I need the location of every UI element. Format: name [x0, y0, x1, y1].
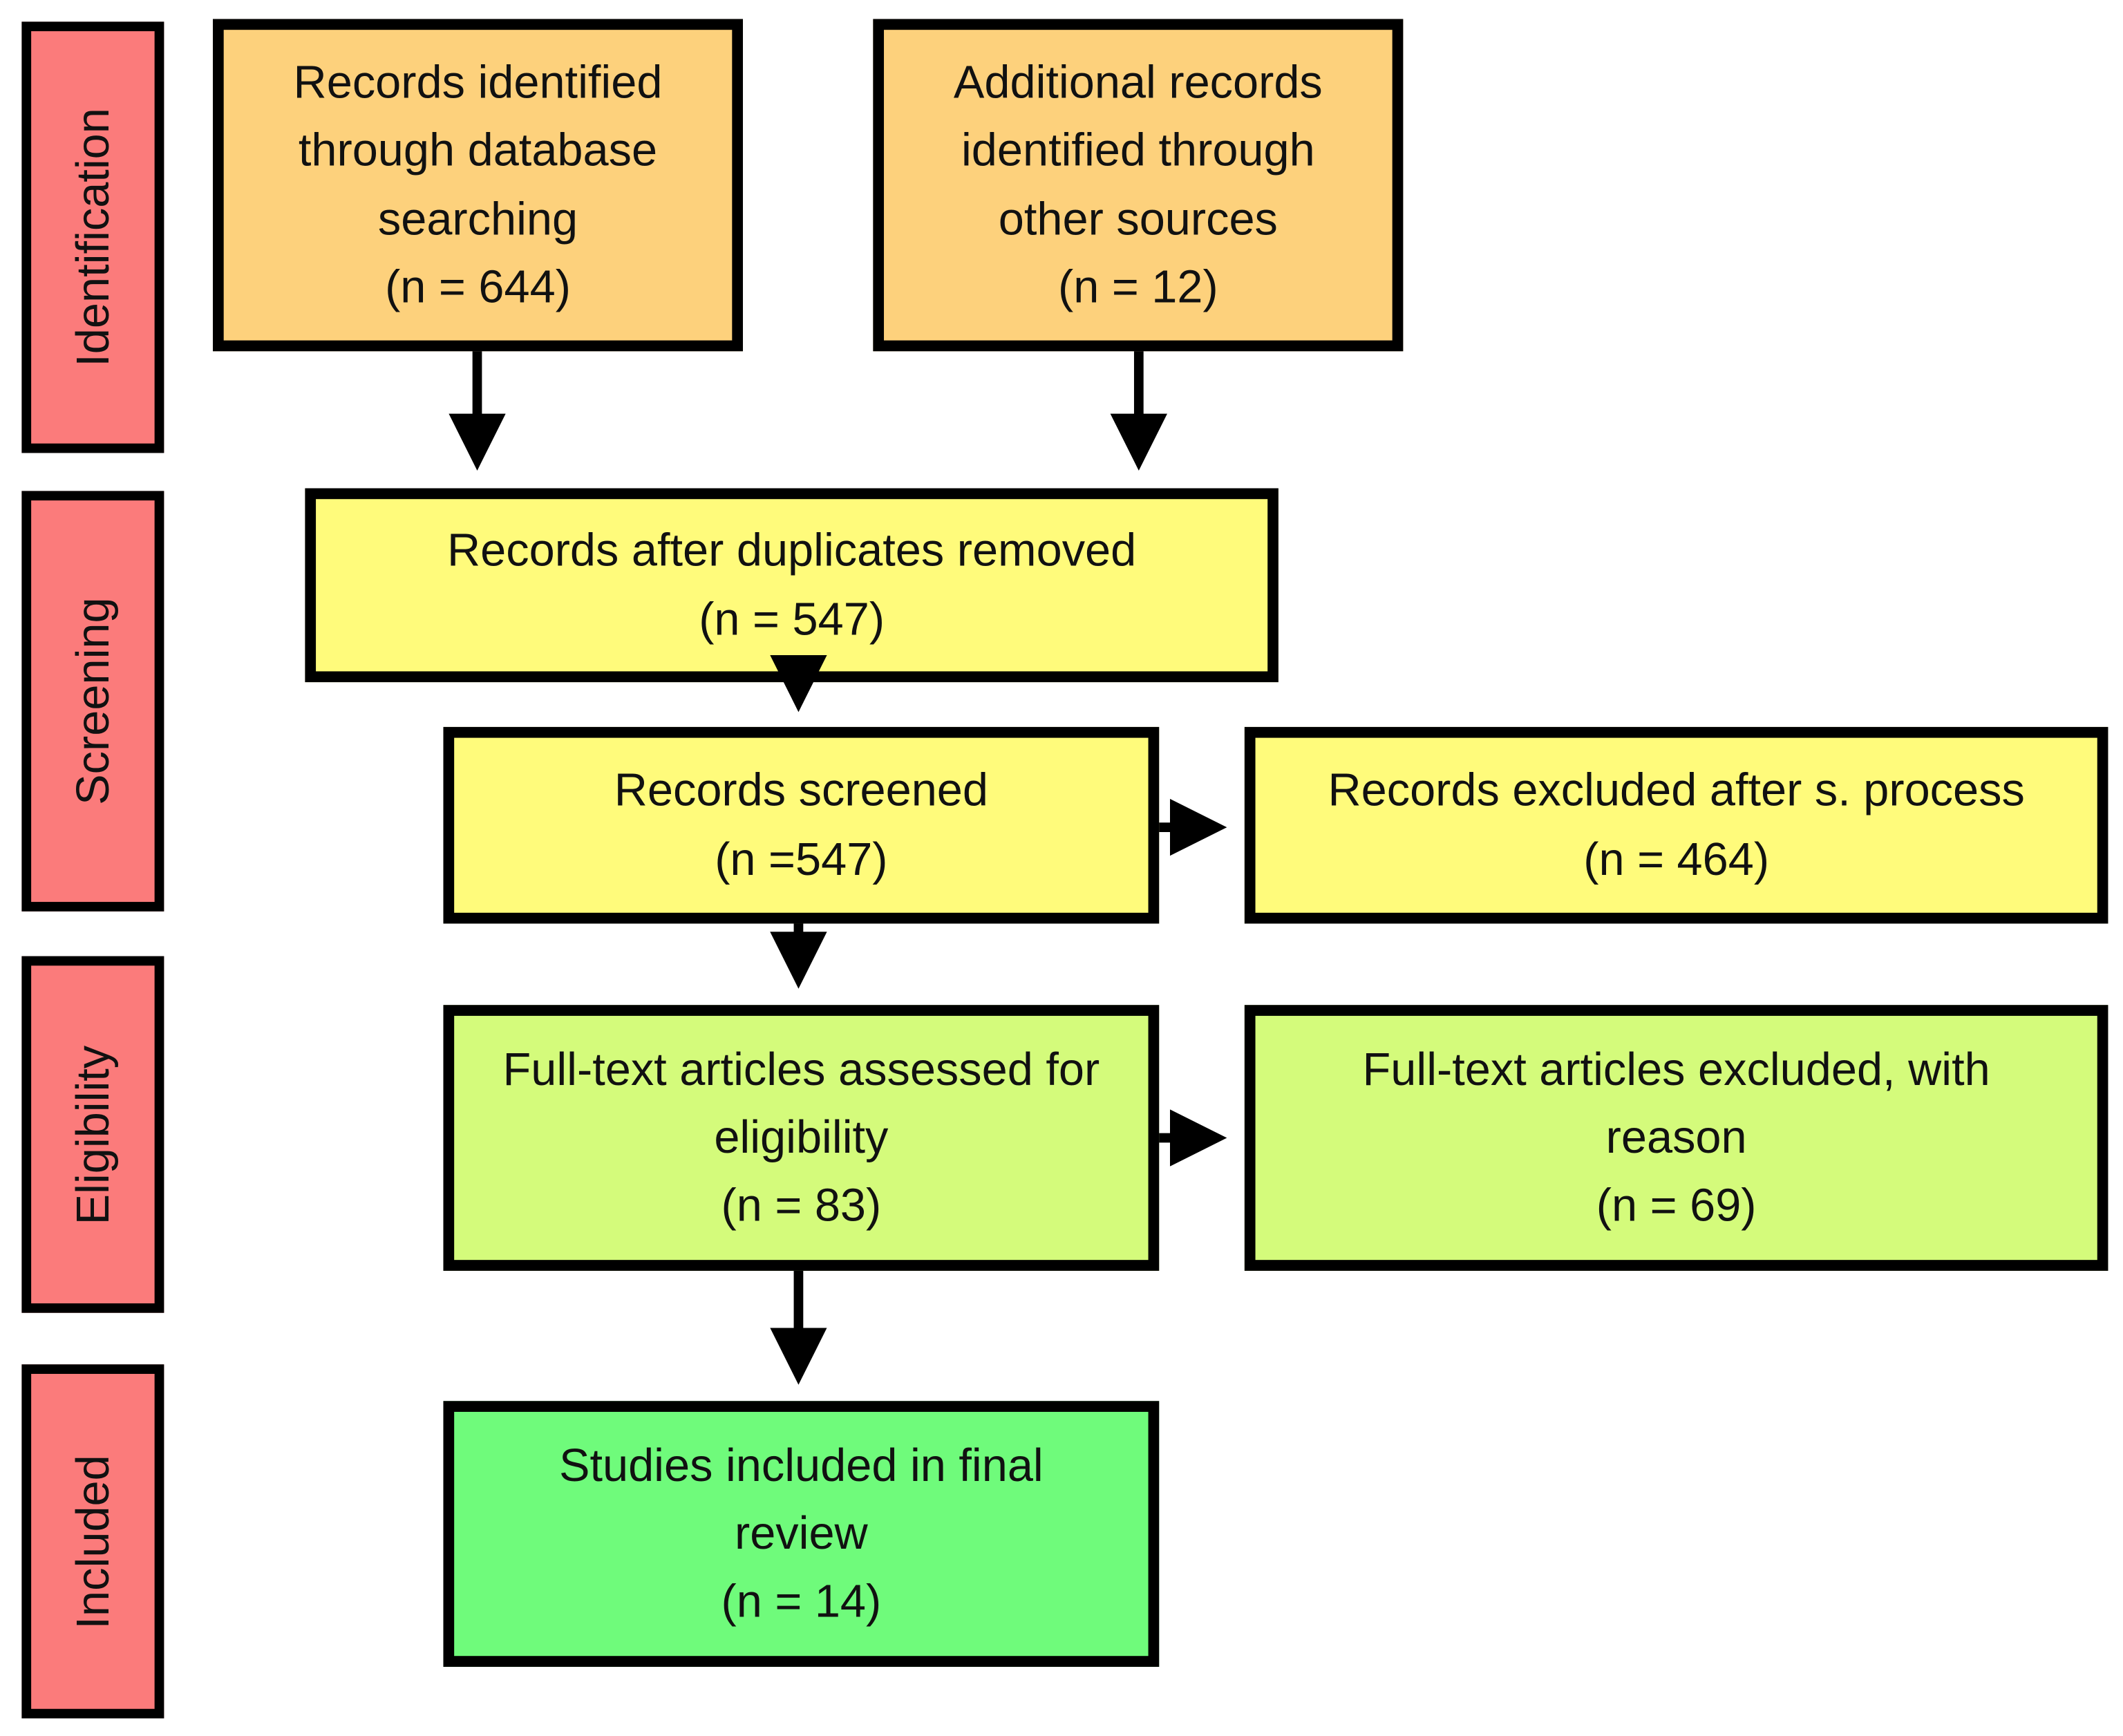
box-count: (n = 83) [721, 1180, 882, 1232]
box-fulltext-assessed: Full-text articles assessed for eligibil… [443, 1005, 1160, 1271]
box-text-line: review [734, 1507, 868, 1560]
box-included-final: Studies included in final review (n = 14… [443, 1401, 1160, 1667]
box-text-line: through database [298, 124, 658, 177]
box-records-excluded: Records excluded after s. process (n = 4… [1244, 726, 2108, 924]
box-text-line: other sources [998, 193, 1278, 245]
box-text-line: eligibility [714, 1111, 889, 1164]
box-text-line: reason [1605, 1111, 1747, 1164]
stage-label-eligibility: Eligibility [21, 956, 164, 1313]
box-text-line: Additional records [953, 57, 1323, 108]
box-database-search: Records identified through database sear… [212, 19, 744, 352]
box-count: (n =547) [715, 833, 888, 885]
box-text-line: Records screened [614, 765, 988, 817]
box-count: (n = 464) [1583, 833, 1770, 885]
box-duplicates-removed: Records after duplicates removed (n = 54… [305, 488, 1278, 683]
box-count: (n = 644) [385, 261, 571, 313]
box-text-line: identified through [961, 124, 1315, 177]
box-text-line: searching [377, 193, 578, 245]
box-text-line: Studies included in final [558, 1440, 1044, 1491]
stage-label-screening: Screening [21, 491, 164, 912]
stage-label-identification: Identification [21, 21, 164, 453]
box-count: (n = 12) [1057, 261, 1218, 313]
box-text-line: Records excluded after s. process [1328, 765, 2025, 817]
box-text-line: Records identified [293, 57, 663, 108]
box-count: (n = 69) [1596, 1180, 1757, 1232]
stage-label-included: Included [21, 1364, 164, 1719]
box-count: (n = 14) [721, 1576, 882, 1628]
box-text-line: Records after duplicates removed [446, 525, 1137, 577]
box-other-sources: Additional records identified through ot… [873, 19, 1404, 352]
box-fulltext-excluded: Full-text articles excluded, with reason… [1244, 1005, 2108, 1271]
box-text-line: Full-text articles excluded, with [1362, 1044, 1990, 1095]
box-records-screened: Records screened (n =547) [443, 726, 1160, 924]
box-text-line: Full-text articles assessed for [502, 1044, 1100, 1095]
box-count: (n = 547) [699, 593, 885, 645]
